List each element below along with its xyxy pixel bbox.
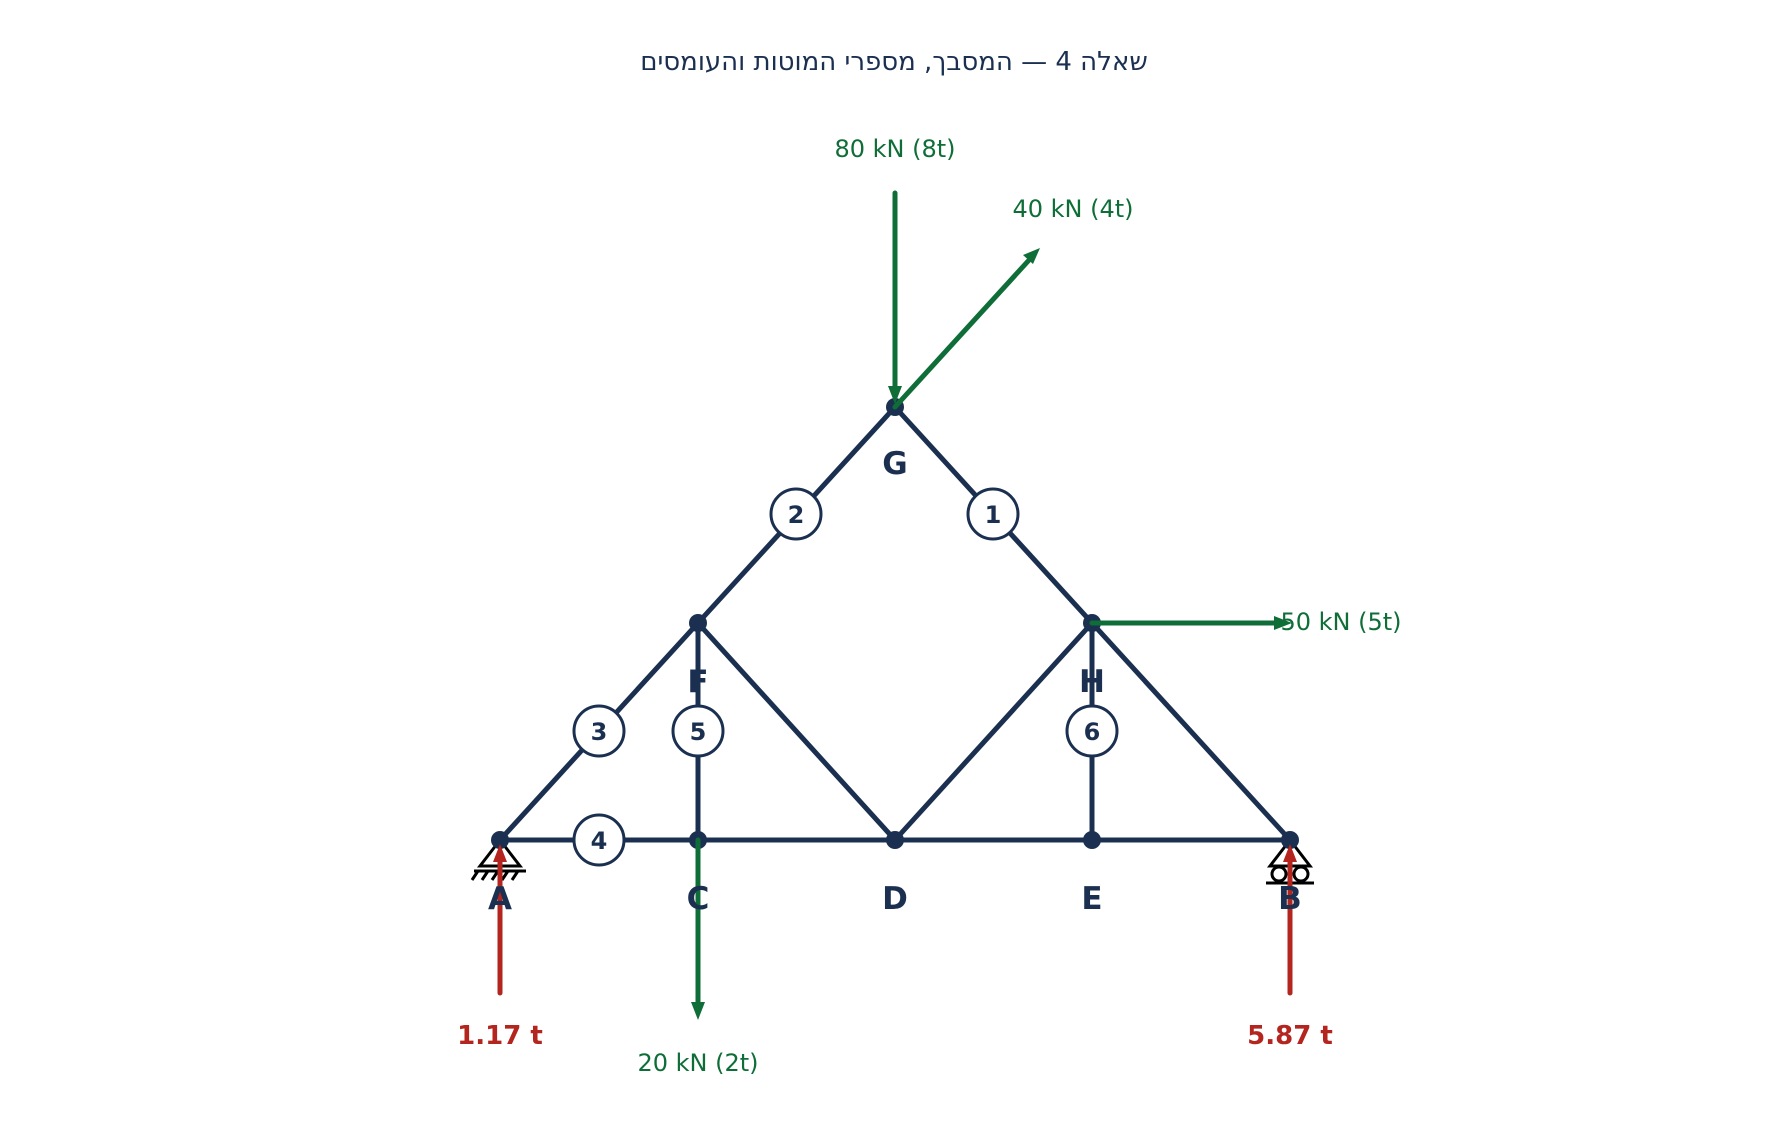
svg-text:3: 3	[591, 718, 608, 746]
load-g-inclined-label: 40 kN (4t)	[1012, 195, 1133, 223]
svg-text:6: 6	[1084, 718, 1101, 746]
member-tag-6: 6	[1065, 704, 1119, 758]
node-label-h: H	[1079, 664, 1105, 700]
member-tag-3: 3	[572, 704, 626, 758]
load-c-vertical: 20 kN (2t)	[637, 837, 759, 1077]
load-g-inclined: 40 kN (4t)	[892, 195, 1134, 410]
node-label-b: B	[1278, 881, 1302, 917]
node-label-f: F	[687, 664, 708, 700]
member-diagonal-dh	[892, 620, 1095, 843]
load-h-horizontal: 50 kN (5t)	[1089, 608, 1402, 636]
reaction-b-label: 5.87 t	[1247, 1021, 1333, 1051]
load-h-horizontal-label: 50 kN (5t)	[1280, 608, 1401, 636]
joint-e	[1083, 831, 1101, 849]
member-tag-1: 1	[966, 487, 1020, 541]
svg-text:4: 4	[591, 827, 608, 855]
member-tag-4: 4	[572, 813, 626, 867]
member-tags: 1 2 3 4 5 6	[572, 487, 1119, 867]
load-c-vertical-label: 20 kN (2t)	[637, 1049, 758, 1077]
joint-f	[689, 614, 707, 632]
node-label-d: D	[882, 881, 908, 917]
joint-d	[886, 831, 904, 849]
node-label-g: G	[882, 446, 907, 482]
joint-b	[1281, 831, 1299, 849]
node-label-e: E	[1081, 881, 1102, 917]
member-tag-2: 2	[769, 487, 823, 541]
node-label-c: C	[687, 881, 710, 917]
load-g-vertical: 80 kN (8t)	[834, 135, 956, 404]
member-tag-5: 5	[671, 704, 725, 758]
svg-text:2: 2	[788, 501, 805, 529]
svg-text:5: 5	[690, 718, 707, 746]
reaction-b: 5.87 t	[1247, 844, 1333, 1051]
node-label-a: A	[488, 881, 512, 917]
joint-a	[491, 831, 509, 849]
load-g-vertical-label: 80 kN (8t)	[834, 135, 955, 163]
reaction-a: 1.17 t	[457, 844, 543, 1051]
node-labels: A C D E B F H G	[488, 446, 1302, 917]
svg-text:1: 1	[985, 501, 1002, 529]
diagram-title: שאלה 4 — המסבך, מספרי המוטות והעומסים	[640, 47, 1148, 77]
member-diagonal-fd	[695, 620, 898, 843]
reaction-a-label: 1.17 t	[457, 1021, 543, 1051]
